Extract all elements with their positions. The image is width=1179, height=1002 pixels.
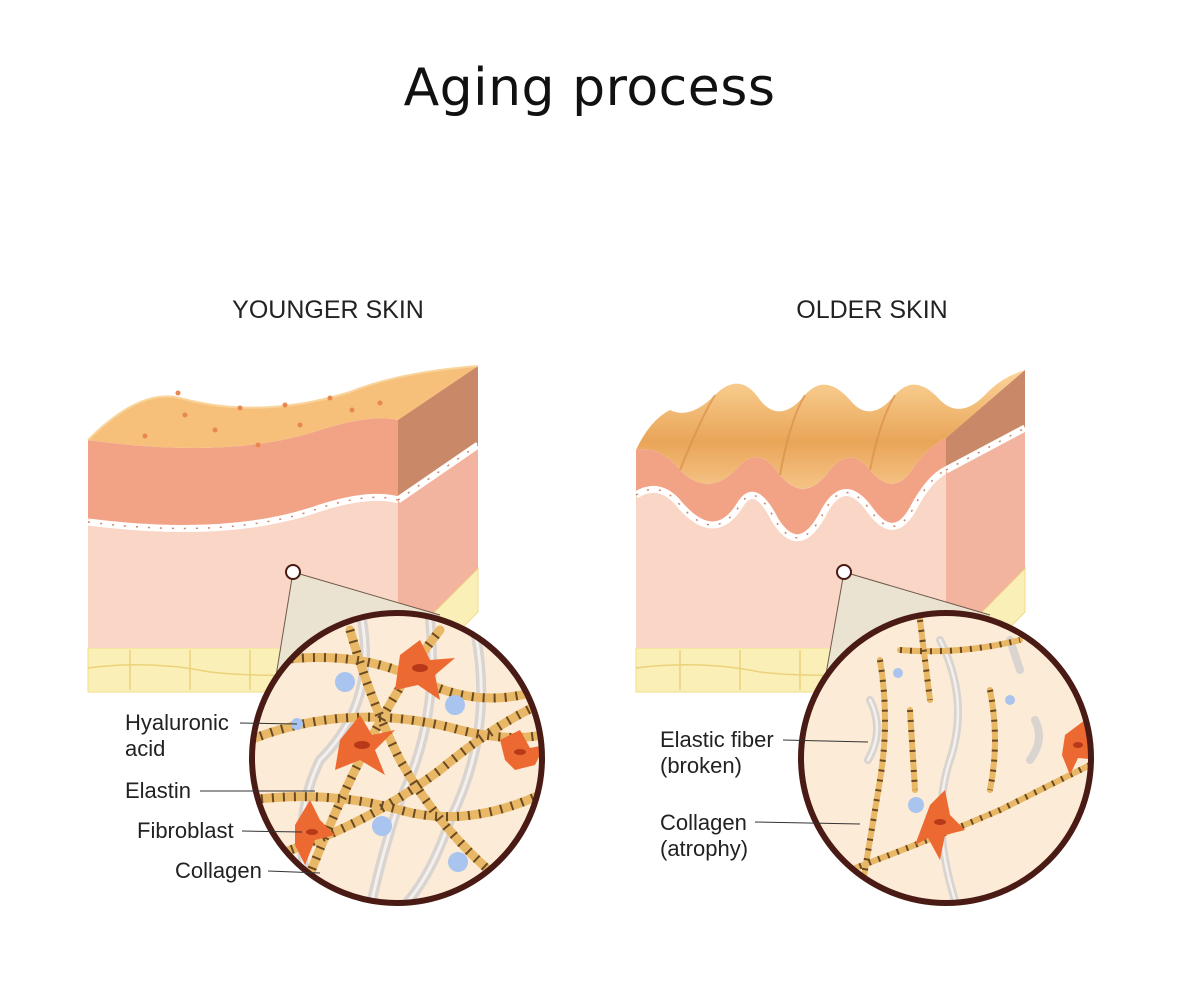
- epidermis-layer: [636, 438, 946, 538]
- label-line: acid: [125, 736, 166, 761]
- fibroblast-label: Fibroblast: [137, 818, 234, 843]
- skin-surface: [636, 370, 1025, 489]
- hyaluronic-acid-label: Hyaluronic acid: [125, 710, 229, 762]
- magnifier-point: [285, 564, 301, 580]
- magnifier-point: [836, 564, 852, 580]
- page-title: Aging process: [403, 58, 776, 118]
- younger-skin-heading: YOUNGER SKIN: [232, 296, 424, 324]
- label-line: (broken): [660, 753, 742, 778]
- older-skin-heading: OLDER SKIN: [796, 296, 948, 324]
- older-magnified-view: [798, 610, 1094, 906]
- collagen-label: Collagen: [175, 858, 262, 883]
- elastic-fiber-broken-label: Elastic fiber (broken): [660, 727, 774, 779]
- epidermis-layer: [88, 418, 398, 529]
- label-line: Elastic fiber: [660, 727, 774, 752]
- label-line: (atrophy): [660, 836, 749, 861]
- label-line: Hyaluronic: [125, 710, 229, 735]
- elastin-label: Elastin: [125, 778, 192, 803]
- younger-magnified-view: [249, 610, 545, 906]
- collagen-atrophy-label: Collagen (atrophy): [660, 810, 748, 862]
- label-line: Collagen: [660, 810, 747, 835]
